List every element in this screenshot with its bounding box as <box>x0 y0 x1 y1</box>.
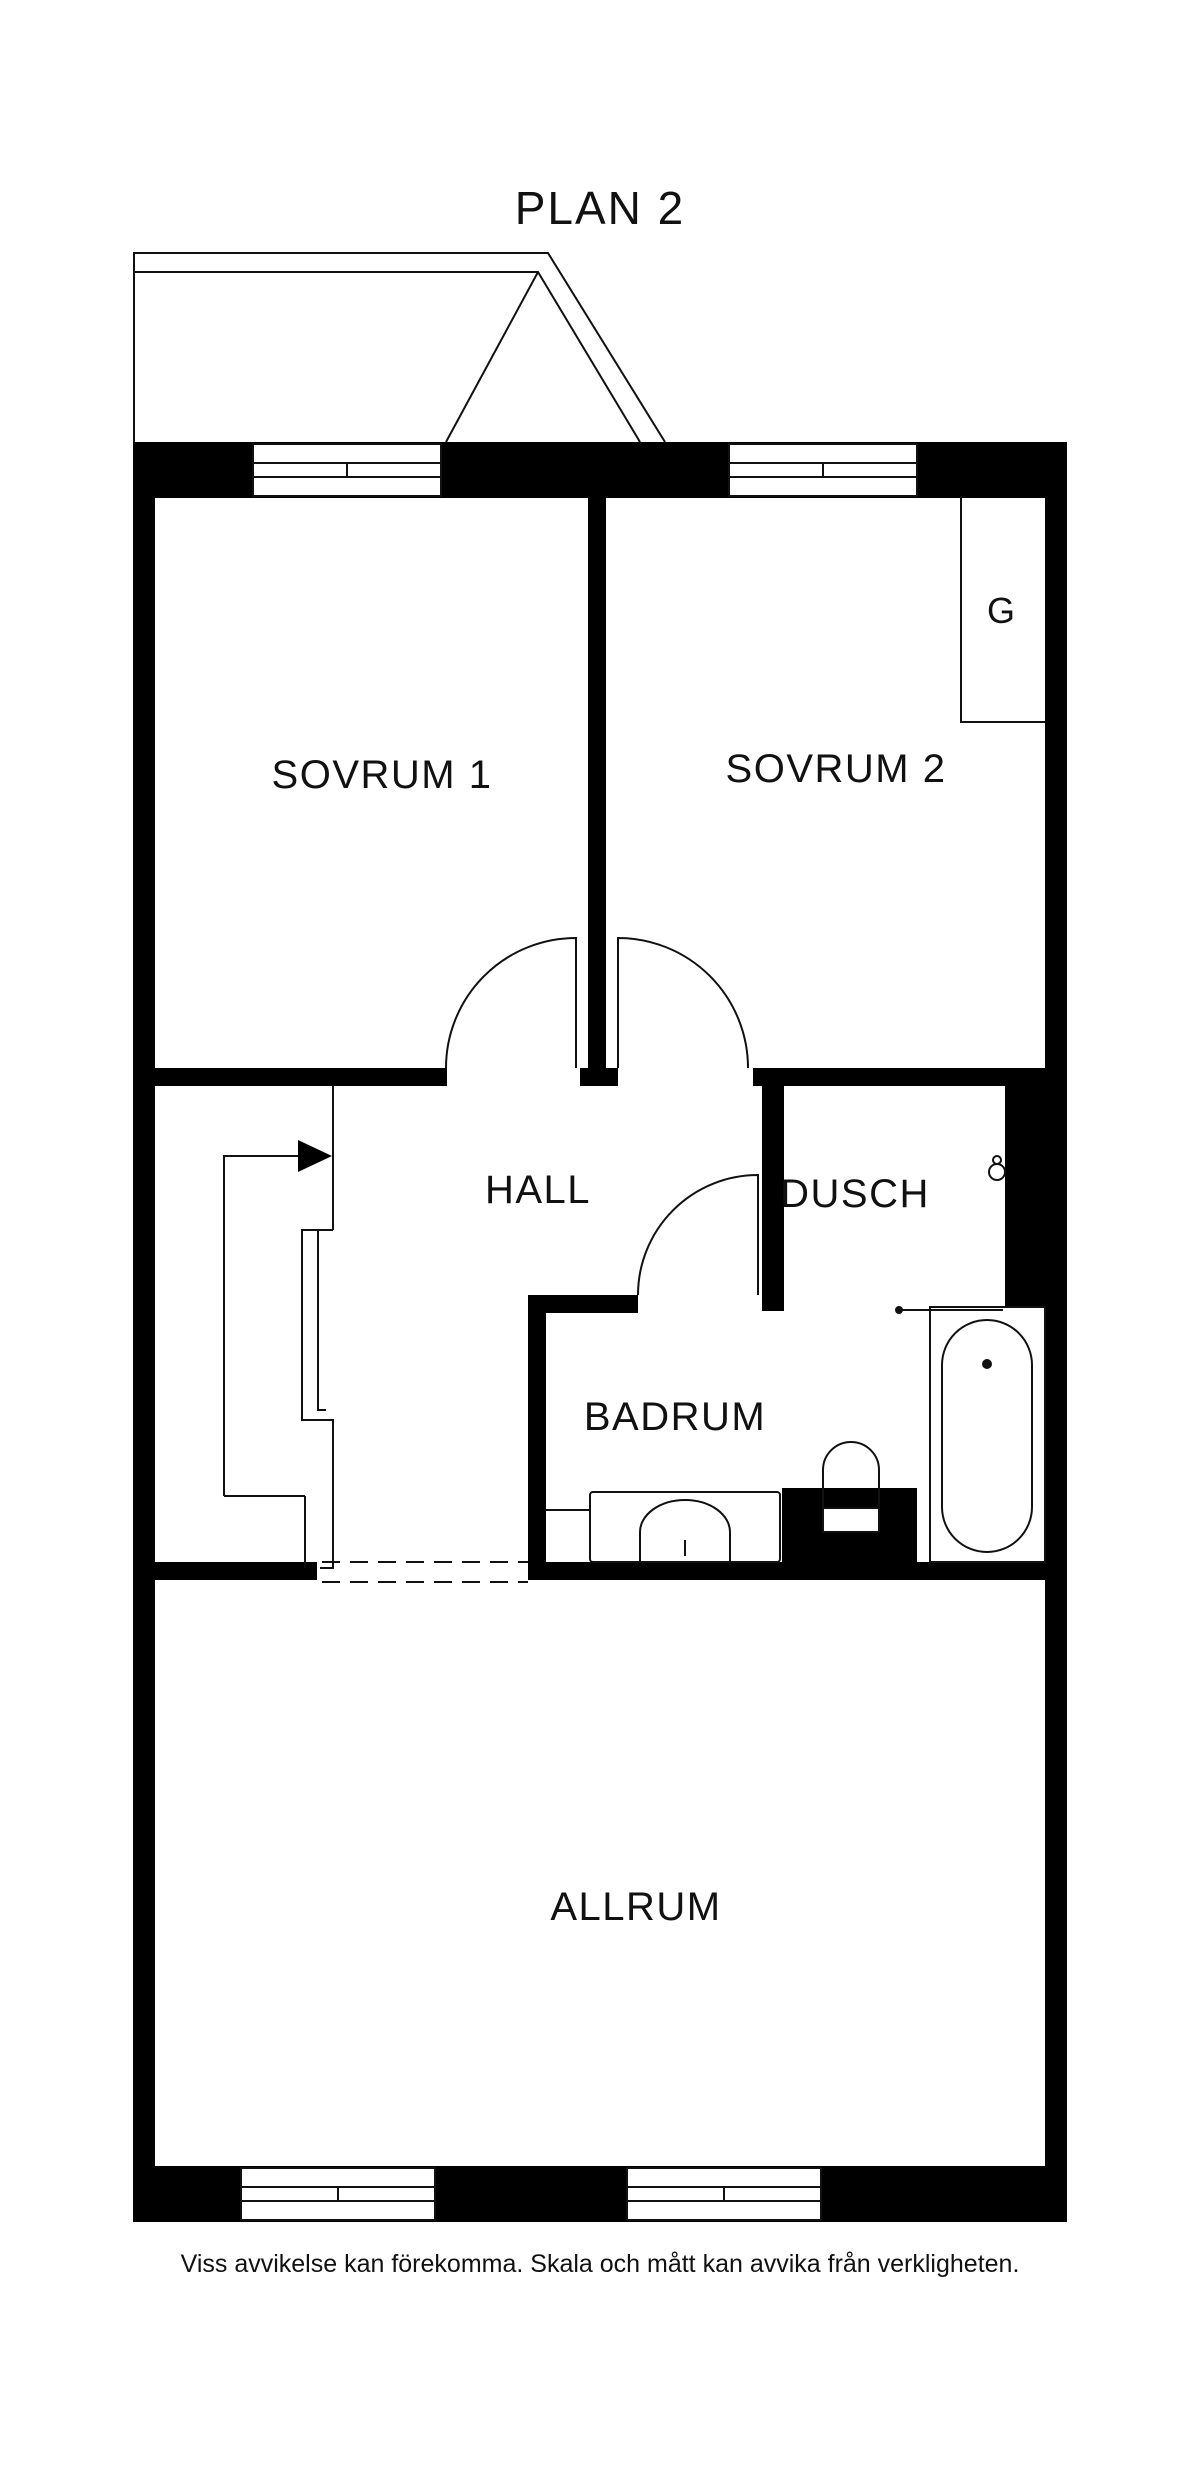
room-labels: SOVRUM 1 SOVRUM 2 HALL DUSCH BADRUM ALLR… <box>272 747 947 1929</box>
disclaimer-text: Viss avvikelse kan förekomma. Skala och … <box>180 2250 1020 2278</box>
sink-counter <box>589 1491 781 1563</box>
window-bottom-right <box>626 2167 822 2221</box>
plan-title: PLAN 2 <box>515 182 686 234</box>
windows <box>240 443 918 2221</box>
sink <box>639 1499 731 1562</box>
doors <box>445 936 759 1296</box>
closet-label: G <box>987 590 1015 631</box>
bathroom-fixtures <box>546 1155 1046 1563</box>
bathtub <box>929 1306 1046 1563</box>
toilet <box>822 1441 880 1509</box>
interior-walls <box>155 498 1045 1580</box>
room-label-allrum: ALLRUM <box>550 1885 721 1929</box>
room-label-dusch: DUSCH <box>780 1172 930 1216</box>
window-bottom-left <box>240 2167 436 2221</box>
staircase <box>223 1086 334 1569</box>
room-label-sovrum1: SOVRUM 1 <box>272 753 493 797</box>
balcony <box>133 252 666 443</box>
room-label-hall: HALL <box>485 1168 591 1212</box>
room-label-sovrum2: SOVRUM 2 <box>726 747 947 791</box>
shower-head <box>988 1163 1006 1181</box>
window-top-left <box>252 443 442 497</box>
room-label-badrum: BADRUM <box>584 1395 766 1439</box>
window-top-right <box>728 443 918 497</box>
closet-g: G <box>960 498 1045 723</box>
opening-dashed <box>322 1561 528 1583</box>
